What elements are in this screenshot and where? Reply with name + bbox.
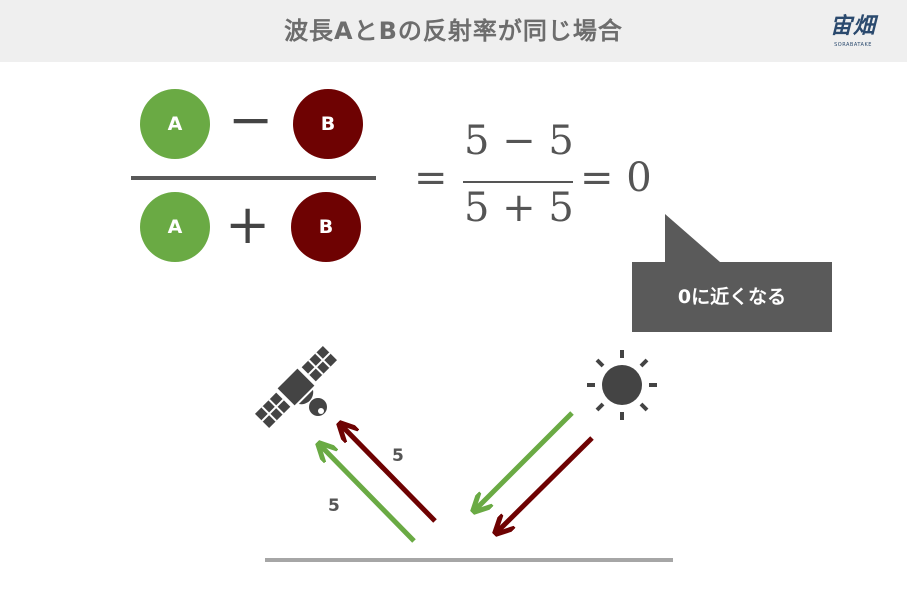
result-value: = 0 (580, 155, 652, 201)
logo-text: 宙畑 (829, 14, 876, 39)
green-reflectance-label: 5 (328, 496, 340, 516)
equals-sign: = (414, 155, 448, 201)
denominator-band-a: A (140, 192, 210, 262)
denominator-band-b: B (291, 192, 361, 262)
reflected-red-arrow (341, 425, 437, 523)
reflected-green-arrow (320, 445, 416, 543)
header-bar (0, 0, 907, 62)
plus-operator: + (225, 193, 271, 256)
incoming-red-arrow (497, 436, 594, 532)
logo-subtext: SORABATAKE (834, 42, 872, 48)
page-title: 波長AとBの反射率が同じ場合 (284, 17, 623, 45)
sorabatake-logo: 宙畑 SORABATAKE (818, 6, 888, 56)
callout-box: 0に近くなる (632, 262, 832, 332)
ground-surface (265, 558, 673, 562)
value-denominator: 5 + 5 (464, 185, 574, 231)
red-reflectance-label: 5 (392, 446, 404, 466)
fraction-bar (131, 176, 376, 180)
value-fraction-bar (463, 181, 573, 183)
minus-operator: − (228, 88, 274, 151)
value-numerator: 5 − 5 (464, 118, 574, 164)
numerator-band-a: A (140, 89, 210, 159)
incoming-green-arrow (475, 411, 574, 510)
numerator-band-b: B (293, 89, 363, 159)
